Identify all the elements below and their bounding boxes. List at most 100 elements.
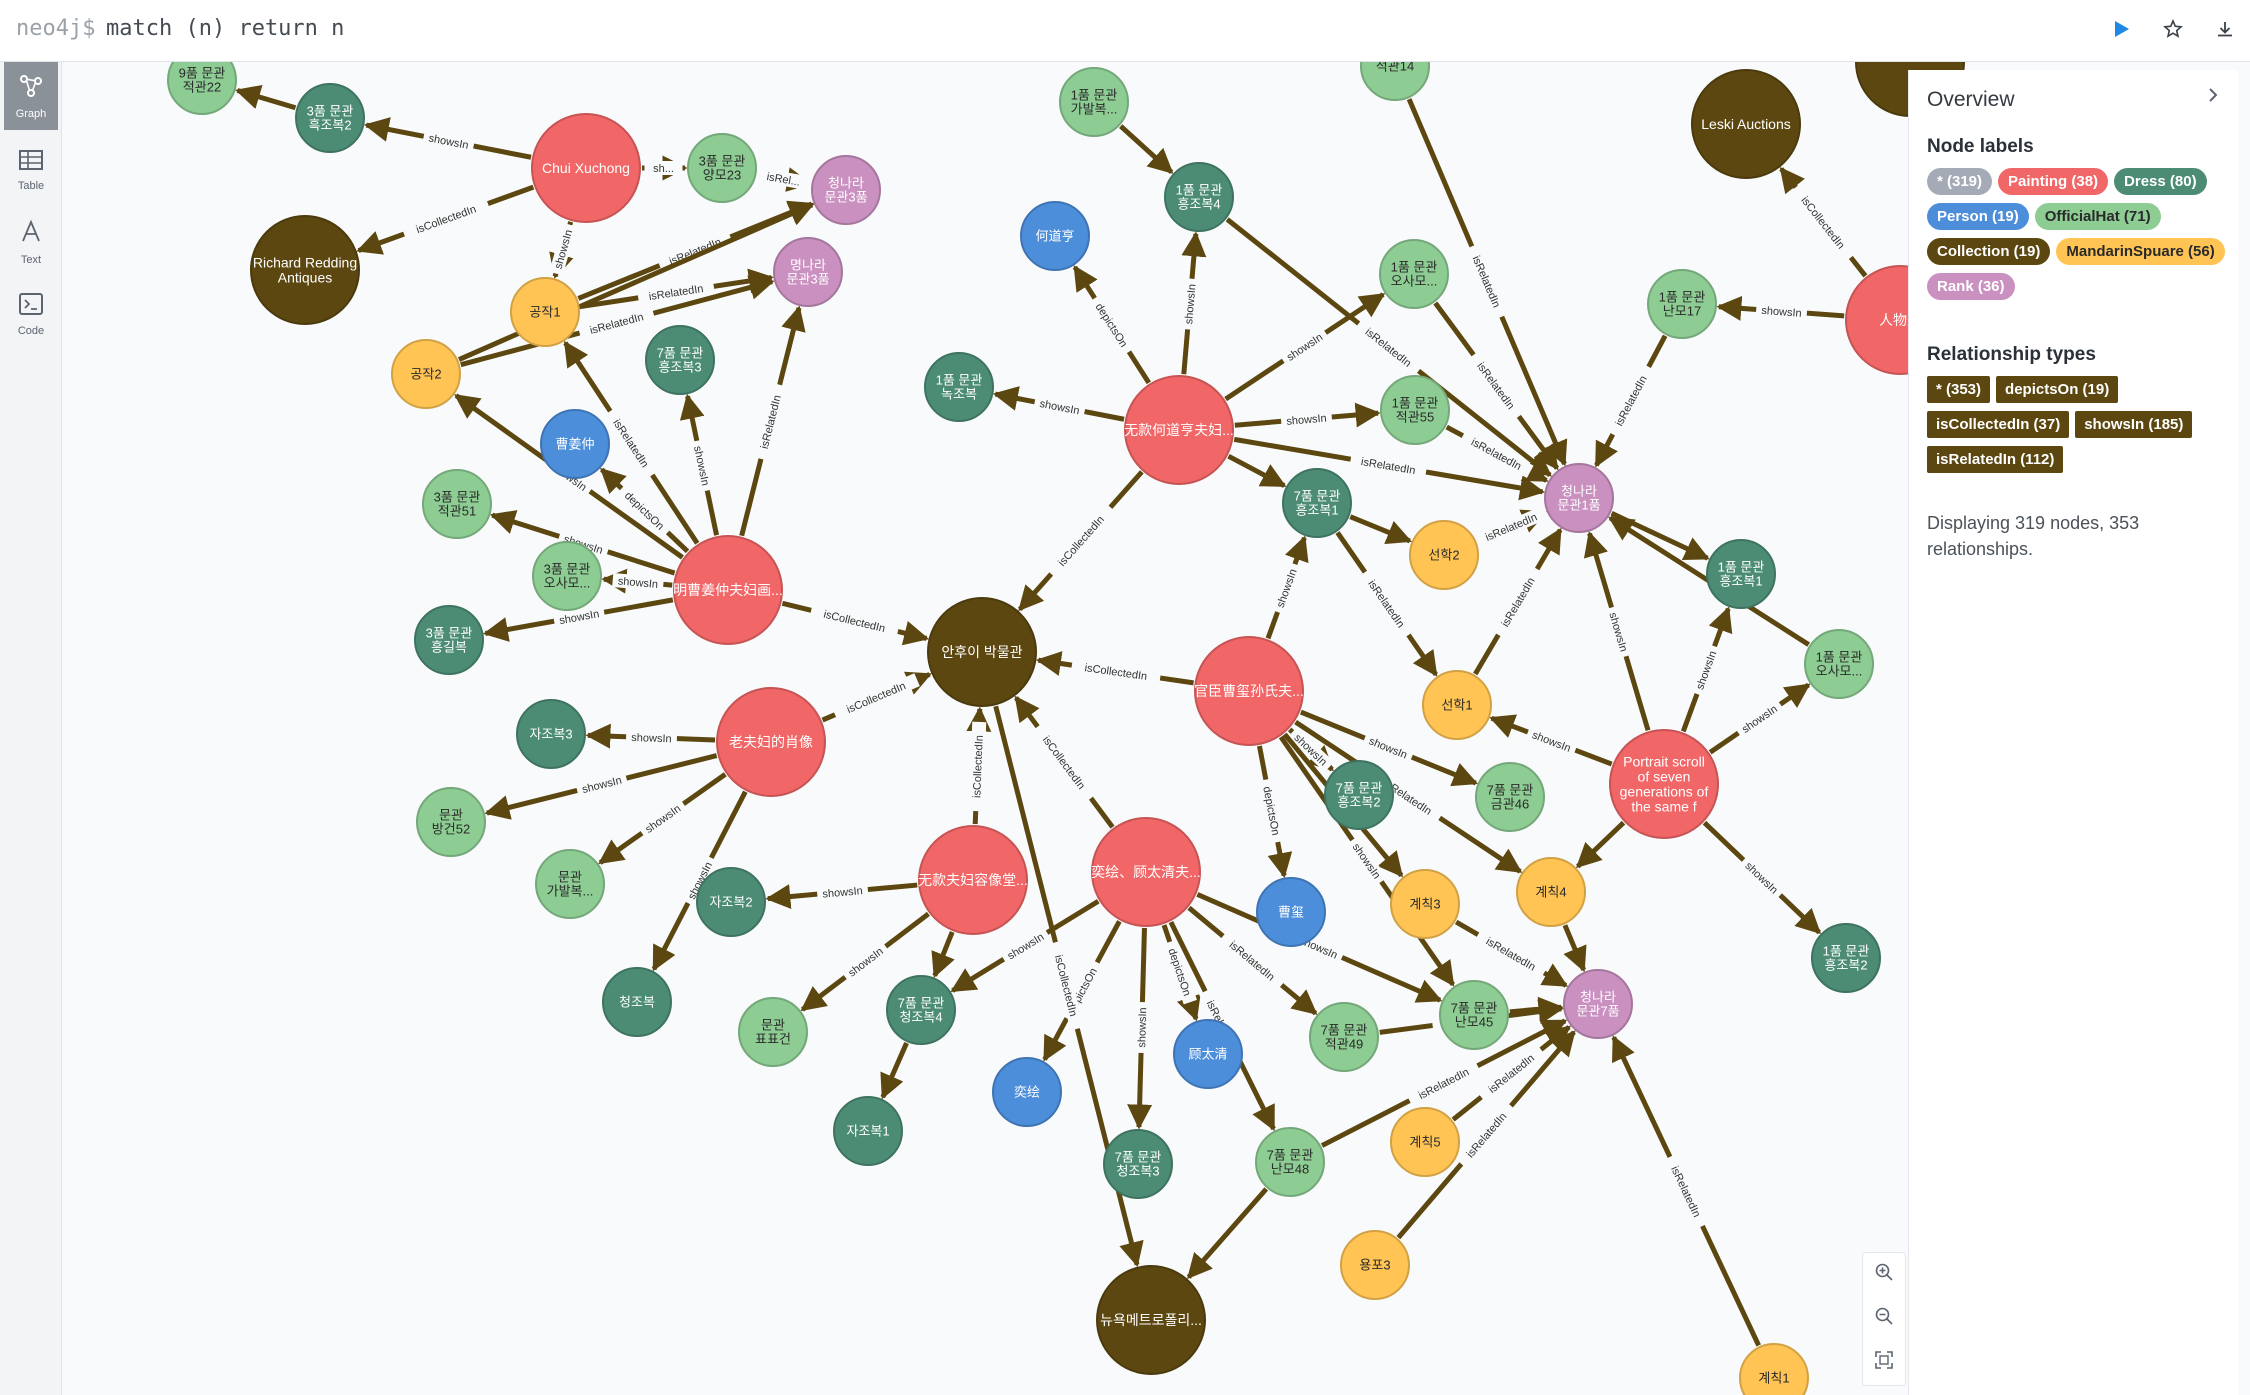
relationship-line[interactable]: [931, 931, 955, 978]
node-circle[interactable]: [1647, 269, 1717, 339]
relationship-line[interactable]: [235, 84, 297, 111]
node-circle[interactable]: [1439, 980, 1509, 1050]
node-circle[interactable]: [645, 325, 715, 395]
node-circle[interactable]: [1124, 375, 1234, 485]
relationship-edge[interactable]: showsIn: [1224, 292, 1386, 402]
node-circle[interactable]: [1020, 201, 1090, 271]
graph-node-person[interactable]: 何道亨: [1020, 201, 1090, 271]
node-circle[interactable]: [1804, 629, 1874, 699]
node-circle[interactable]: [1091, 817, 1201, 927]
relationship-edge[interactable]: showsIn: [363, 117, 532, 160]
graph-node-person[interactable]: 曹姜仲: [540, 409, 610, 479]
node-circle[interactable]: [391, 339, 461, 409]
query-editor[interactable]: neo4j$ match (n) return n: [0, 0, 2250, 62]
relationship-edge[interactable]: showsIn: [992, 386, 1125, 422]
relationship-edge[interactable]: [1562, 924, 1587, 973]
relationship-edge[interactable]: showsIn: [1234, 402, 1381, 429]
relationship-line[interactable]: [1186, 1187, 1269, 1280]
relationship-edge[interactable]: showsIn: [1127, 927, 1153, 1130]
graph-node-painting[interactable]: 无款何道亨夫妇...: [1124, 375, 1234, 485]
node-circle[interactable]: [414, 605, 484, 675]
relationship-edge[interactable]: [457, 202, 815, 362]
node-circle[interactable]: [773, 237, 843, 307]
node-circle[interactable]: [1706, 539, 1776, 609]
node-circle[interactable]: [1173, 1019, 1243, 1089]
collapse-overview-button[interactable]: [2198, 82, 2228, 112]
relationship-edge[interactable]: showsIn: [1708, 682, 1811, 755]
relationship-edge[interactable]: [1509, 996, 1564, 1022]
node-circle[interactable]: [1340, 1230, 1410, 1300]
graph-node-dress[interactable]: 자조복1: [833, 1096, 903, 1166]
graph-node-dress[interactable]: 자조복3: [516, 699, 586, 769]
node-label-chip[interactable]: Collection (19): [1927, 238, 2051, 265]
relationship-edge[interactable]: [1349, 514, 1413, 545]
node-circle[interactable]: [696, 867, 766, 937]
node-circle[interactable]: [1360, 62, 1430, 101]
graph-node-collection[interactable]: 뉴욕메트로폴리...: [1096, 1265, 1206, 1375]
relationship-edge[interactable]: [1575, 820, 1626, 869]
node-label-chip[interactable]: OfficialHat (71): [2034, 203, 2161, 230]
node-circle[interactable]: [422, 469, 492, 539]
run-button[interactable]: [2104, 14, 2138, 48]
relationship-edge[interactable]: isRelatedIn: [460, 275, 775, 368]
node-circle[interactable]: [673, 535, 783, 645]
relationship-edge[interactable]: depictsOn: [1256, 745, 1293, 879]
relationship-edge[interactable]: isCollectedIn: [1017, 470, 1144, 612]
relationship-edge[interactable]: isRel...: [754, 167, 813, 192]
graph-node-dress[interactable]: 자조복2: [696, 867, 766, 937]
relationship-edge[interactable]: showsIn: [585, 723, 716, 749]
node-circle[interactable]: [918, 825, 1028, 935]
node-circle[interactable]: [716, 687, 826, 797]
node-circle[interactable]: [1739, 1343, 1809, 1395]
node-circle[interactable]: [1103, 1129, 1173, 1199]
node-label-chip[interactable]: * (319): [1927, 168, 1993, 195]
node-circle[interactable]: [811, 155, 881, 225]
node-circle[interactable]: [1409, 520, 1479, 590]
zoom-out-button[interactable]: [1869, 1303, 1899, 1333]
relationship-edge[interactable]: showsIn: [549, 221, 577, 279]
graph-node-mandarinspuare[interactable]: 계칙4: [1516, 857, 1586, 927]
relationship-edge[interactable]: [1227, 453, 1287, 488]
node-circle[interactable]: [1390, 1107, 1460, 1177]
relationship-edge[interactable]: showsIn: [598, 772, 727, 865]
relationship-type-chip[interactable]: depictsOn (19): [1996, 376, 2119, 403]
relationship-edge[interactable]: isRelatedIn: [739, 305, 806, 537]
node-circle[interactable]: [1379, 239, 1449, 309]
graph-node-painting[interactable]: 老夫妇的肖像: [716, 687, 826, 797]
graph-node-painting[interactable]: 无款夫妇容像堂...: [918, 825, 1028, 935]
node-circle[interactable]: [1059, 67, 1129, 137]
node-circle[interactable]: [1324, 760, 1394, 830]
node-circle[interactable]: [516, 699, 586, 769]
relationship-edge[interactable]: isCollectedIn: [1014, 695, 1115, 829]
node-label-chip[interactable]: Dress (80): [2114, 168, 2207, 195]
relationship-line[interactable]: [1349, 514, 1413, 545]
node-circle[interactable]: [1164, 162, 1234, 232]
graph-node-person[interactable]: 曹玺: [1256, 877, 1326, 947]
graph-node-mandarinspuare[interactable]: 계칙1: [1739, 1343, 1809, 1395]
node-circle[interactable]: [738, 997, 808, 1067]
relationship-edge[interactable]: isCollectedIn: [1779, 166, 1868, 278]
relationship-edge[interactable]: showsIn: [601, 568, 673, 594]
relationship-edge[interactable]: showsIn: [1489, 714, 1613, 767]
graph-node-collection[interactable]: 안후이 박물관: [927, 597, 1037, 707]
node-circle[interactable]: [1475, 762, 1545, 832]
